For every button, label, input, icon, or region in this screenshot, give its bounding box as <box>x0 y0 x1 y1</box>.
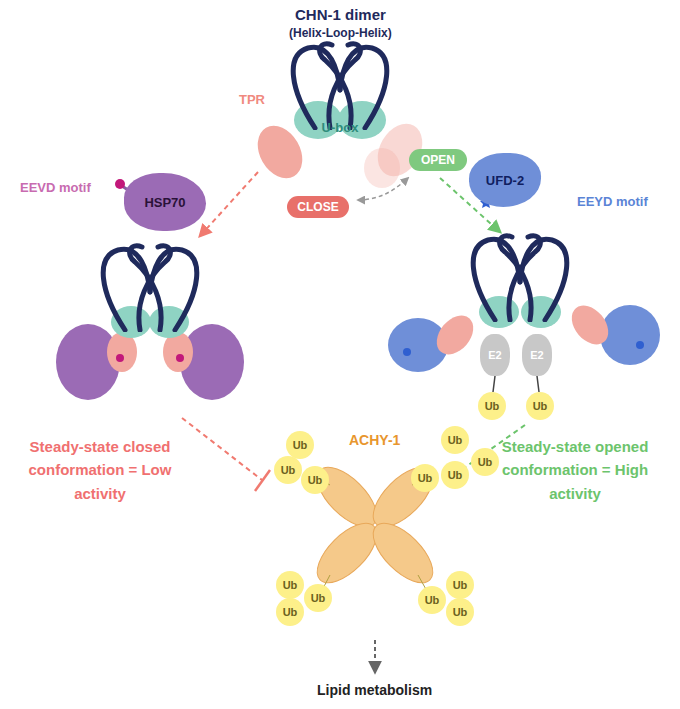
open-pill: OPEN <box>409 149 467 171</box>
ubiquitin-circle: Ub <box>276 571 304 599</box>
node-text: Ub <box>448 469 463 481</box>
u-box-blob <box>111 306 151 338</box>
motif-label: EEYD motif <box>577 194 648 210</box>
inhibition-line <box>182 418 262 480</box>
node-text: Ub <box>485 400 500 412</box>
tpr-domain <box>364 148 400 188</box>
node-text: UFD-2 <box>486 173 524 188</box>
motif-label: EEVD motif <box>20 180 91 196</box>
ubiquitin-circle: Ub <box>441 426 469 454</box>
eevd-motif <box>116 354 124 362</box>
ubiquitin-circle: Ub <box>301 466 329 494</box>
u-box-label-node: U-box <box>315 117 365 137</box>
u-box-blob <box>149 306 189 338</box>
node-text: Ub <box>283 606 298 618</box>
tpr-domain <box>163 332 193 372</box>
node-text: Ub <box>478 456 493 468</box>
protein-label: ACHY-1 <box>349 432 400 449</box>
ubiquitin-circle: Ub <box>526 392 554 420</box>
ubiquitin-circle: Ub <box>441 461 469 489</box>
node-text: Ub <box>308 474 323 486</box>
eeyd-motif <box>403 348 411 356</box>
node-text: CLOSE <box>297 200 338 214</box>
e2-blob: E2 <box>522 334 552 376</box>
ubiquitin-circle: Ub <box>478 392 506 420</box>
state-note: Steady-state closed conformation = Low a… <box>15 435 185 505</box>
ubiquitin-circle: Ub <box>446 598 474 626</box>
node-text: E2 <box>488 349 501 361</box>
node-text: Ub <box>453 579 468 591</box>
node-text: Ub <box>283 579 298 591</box>
illustration-part <box>363 513 442 592</box>
tpr-domain <box>564 299 615 352</box>
ubiquitin-circle: Ub <box>304 584 332 612</box>
node-text: Ub <box>425 594 440 606</box>
state-note: Steady-state opened conformation = High … <box>480 435 670 505</box>
dashed-arrow <box>200 172 258 236</box>
center-dimer <box>249 44 432 188</box>
helix-loop-helix <box>293 44 387 128</box>
hsp70-blob: HSP70 <box>124 173 206 231</box>
tpr-domain <box>107 332 137 372</box>
node-text: Ub <box>281 464 296 476</box>
helix-loop-helix <box>473 236 567 320</box>
helix-loop-helix <box>103 246 197 330</box>
ubiquitin-circle: Ub <box>276 598 304 626</box>
title: CHN-1 dimer <box>295 6 386 24</box>
ub-link <box>493 376 495 392</box>
ubiquitin-circle: Ub <box>446 571 474 599</box>
ubiquitin-circle: Ub <box>286 431 314 459</box>
outcome-label: Lipid metabolism <box>317 682 432 699</box>
ub-chain-links <box>318 478 432 600</box>
node-text: Ub <box>311 592 326 604</box>
tpr-domain <box>429 309 480 362</box>
ubiquitin-circle: Ub <box>274 456 302 484</box>
inhibition-bar <box>255 470 270 491</box>
node-text: Ub <box>448 434 463 446</box>
ufd2-blob <box>600 305 660 365</box>
node-text: E2 <box>530 349 543 361</box>
eeyd-motif <box>636 341 644 349</box>
open-close-arrow <box>358 178 408 200</box>
node-text: Ub <box>293 439 308 451</box>
subtitle: (Helix-Loop-Helix) <box>289 26 392 40</box>
ufd2-blob: UFD-2 <box>469 153 541 207</box>
ubiquitin-circle: Ub <box>418 586 446 614</box>
ubiquitin-circle: Ub <box>471 448 499 476</box>
close-pill: CLOSE <box>287 196 349 218</box>
e2-blob: E2 <box>480 334 510 376</box>
node-text: Ub <box>533 400 548 412</box>
opened-complex <box>388 236 660 392</box>
domain-label: TPR <box>239 92 265 108</box>
ubiquitin-circle: Ub <box>411 464 439 492</box>
node-text: U-box <box>322 120 359 135</box>
eevd-motif <box>176 354 184 362</box>
node-text: Ub <box>418 472 433 484</box>
node-text: OPEN <box>421 153 455 167</box>
eevd-motif <box>115 179 125 189</box>
dashed-arrow <box>374 640 376 672</box>
illustration-part <box>363 457 442 536</box>
illustration-part <box>307 513 386 592</box>
closed-complex <box>56 246 244 400</box>
node-text: Ub <box>453 606 468 618</box>
node-text: HSP70 <box>144 195 185 210</box>
ub-link <box>537 376 539 392</box>
